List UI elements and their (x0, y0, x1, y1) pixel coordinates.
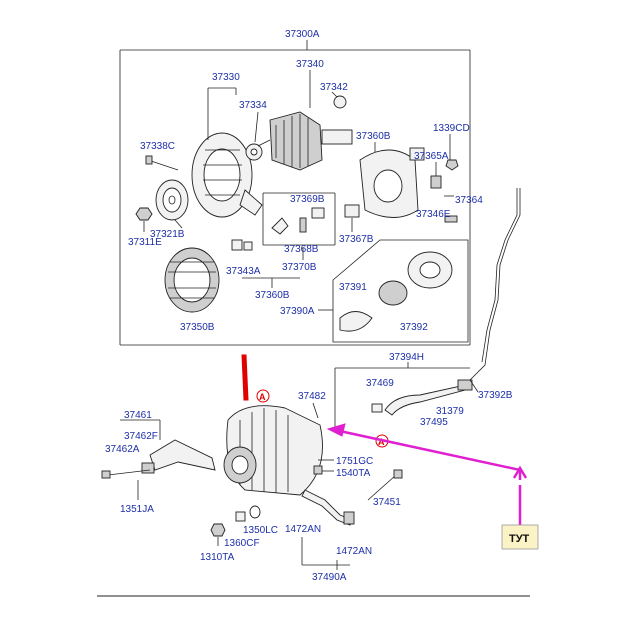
label-37343A[interactable]: 37343A (226, 266, 261, 277)
rotor-assembly (257, 111, 353, 171)
label-37469[interactable]: 37469 (366, 378, 394, 389)
assembly-label[interactable]: 37300A (285, 29, 320, 40)
label-37461[interactable]: 37461 (124, 410, 152, 421)
label-37390A[interactable]: 37390A (280, 306, 315, 317)
label-37338C[interactable]: 37338C (140, 141, 175, 152)
callout-a-hose[interactable]: A (378, 437, 385, 447)
label-37334[interactable]: 37334 (239, 100, 267, 111)
label-1751GC[interactable]: 1751GC (336, 456, 373, 467)
terminal-bolt (430, 175, 442, 189)
bolt-37451 (367, 474, 397, 501)
oil-pipe (301, 489, 355, 526)
leader-37360B (242, 277, 300, 288)
label-37462F[interactable]: 37462F (124, 431, 158, 442)
label-37364[interactable]: 37364 (455, 195, 483, 206)
label-37346E[interactable]: 37346E (416, 209, 451, 220)
note-box (501, 524, 539, 550)
vacuum-pump-subgroup (332, 239, 469, 343)
label-1339CD[interactable]: 1339CD (433, 123, 470, 134)
rotor-bearing (333, 95, 347, 109)
label-37392B[interactable]: 37392B (478, 390, 513, 401)
pulley (155, 179, 189, 221)
label-37391[interactable]: 37391 (339, 282, 367, 293)
label-37360B-right[interactable]: 37360B (356, 131, 391, 142)
label-37369B[interactable]: 37369B (290, 194, 325, 205)
pulley-nut (135, 207, 153, 221)
label-1310TA[interactable]: 1310TA (200, 552, 235, 563)
washer-1350LC (235, 511, 246, 522)
label-37495[interactable]: 37495 (420, 417, 448, 428)
note-label[interactable]: ТУТ (509, 533, 530, 545)
label-37342[interactable]: 37342 (320, 82, 348, 93)
label-37394H[interactable]: 37394H (389, 352, 424, 363)
label-37392[interactable]: 37392 (400, 322, 428, 333)
regulator-subgroup (262, 192, 336, 246)
connector-plug (409, 147, 425, 161)
label-37365A[interactable]: 37365A (414, 151, 449, 162)
label-37350B[interactable]: 37350B (180, 322, 215, 333)
label-37368B[interactable]: 37368B (284, 244, 319, 255)
label-37321B[interactable]: 37321B (150, 229, 185, 240)
label-1472AN-left[interactable]: 1472AN (285, 524, 321, 535)
alternator-exploded-frame (119, 40, 471, 346)
label-1350LC[interactable]: 1350LC (243, 525, 278, 536)
rear-housing (191, 132, 263, 218)
bolt-1351JA (101, 470, 111, 479)
hose-subgroup (334, 362, 473, 428)
alternator-assembly (223, 405, 323, 496)
red-marker (241, 354, 249, 401)
nut-37346E (444, 215, 458, 223)
label-1360CF[interactable]: 1360CF (224, 538, 260, 549)
mounting-bracket (141, 439, 216, 474)
label-1472AN-right[interactable]: 1472AN (336, 546, 372, 557)
label-37482[interactable]: 37482 (298, 391, 326, 402)
label-31379[interactable]: 31379 (436, 406, 464, 417)
leader-37490A (301, 537, 350, 570)
terminal-insulator (231, 239, 243, 251)
label-37490A[interactable]: 37490A (312, 572, 347, 583)
label-37462A[interactable]: 37462A (105, 444, 140, 455)
label-37367B[interactable]: 37367B (339, 234, 374, 245)
label-37330[interactable]: 37330 (212, 72, 240, 83)
label-37370B[interactable]: 37370B (282, 262, 317, 273)
annotation-arrow (326, 423, 528, 525)
label-1351JA[interactable]: 1351JA (120, 504, 154, 515)
leader-37330 (207, 87, 237, 140)
label-37311E[interactable]: 37311E (128, 237, 162, 248)
label-37451[interactable]: 37451 (373, 497, 401, 508)
vacuum-line-rod (469, 188, 521, 381)
callout-a-main[interactable]: A (259, 392, 266, 402)
label-37360B-lower[interactable]: 37360B (255, 290, 290, 301)
label-37340[interactable]: 37340 (296, 59, 324, 70)
brush-holder (344, 204, 360, 218)
label-1540TA[interactable]: 1540TA (336, 468, 371, 479)
stator (164, 247, 220, 313)
rear-cover (359, 149, 419, 218)
through-bolt (145, 155, 153, 165)
leader-37461 (120, 419, 161, 440)
